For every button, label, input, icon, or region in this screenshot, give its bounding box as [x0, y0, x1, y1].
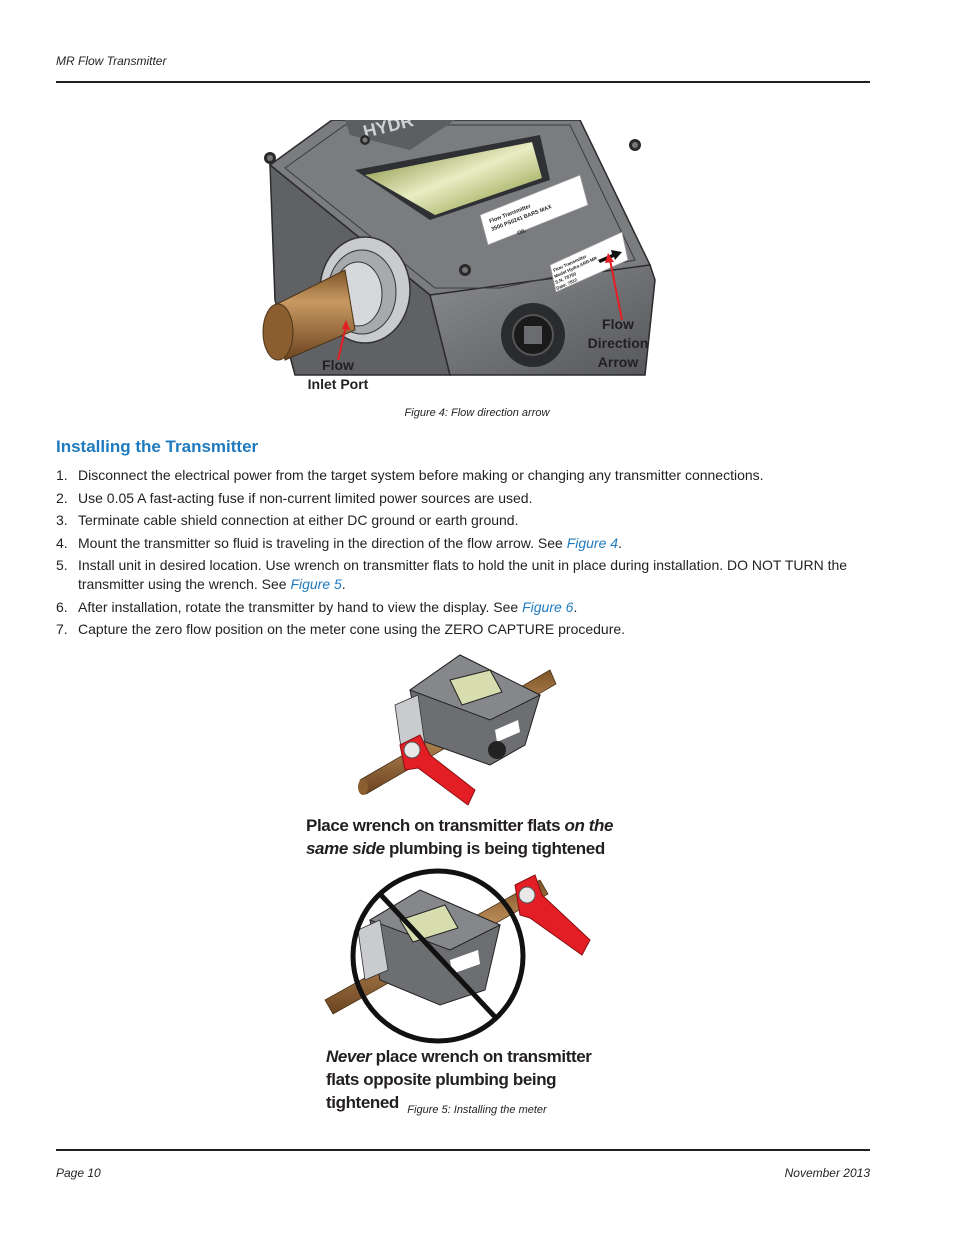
- callout-flow-direction: Flow Direction Arrow: [587, 316, 649, 370]
- prohibited-icon: [350, 868, 526, 1044]
- figure-4-link[interactable]: Figure 4: [566, 534, 619, 551]
- figure-4-caption: Figure 4: Flow direction arrow: [404, 407, 550, 419]
- header-rule: [56, 81, 870, 83]
- list-item: 3.Terminate cable shield connection at e…: [56, 512, 519, 528]
- footer-rule: [56, 1149, 870, 1151]
- note-correct: Place wrench on transmitter flats on the…: [306, 816, 614, 858]
- running-header: MR Flow Transmitter: [56, 54, 167, 68]
- list-item: 6.After installation, rotate the transmi…: [56, 598, 578, 615]
- list-item: 2.Use 0.05 A fast-acting fuse if non-cur…: [56, 489, 533, 506]
- figure-5-link[interactable]: Figure 5: [290, 576, 342, 592]
- figure-5-caption: Figure 5: Installing the meter: [407, 1104, 547, 1116]
- figure-5-correct-illustration: [358, 654, 557, 806]
- publication-date: November 2013: [784, 1166, 870, 1180]
- callout-flow-inlet: Flow Inlet Port: [307, 357, 369, 392]
- figure-5-wrong-illustration: [324, 868, 591, 1044]
- figure-6-link[interactable]: Figure 6: [522, 598, 574, 615]
- list-item: 5.Install unit in desired location. Use …: [56, 557, 848, 592]
- svg-text:OIL: OIL: [517, 228, 528, 237]
- note-wrong: Never place wrench on transmitter flats …: [326, 1047, 592, 1112]
- list-item: 7.Capture the zero flow position on the …: [56, 621, 626, 637]
- section-heading: Installing the Transmitter: [56, 437, 259, 456]
- page-number: Page 10: [56, 1166, 101, 1180]
- list-item: 4.Mount the transmitter so fluid is trav…: [56, 534, 622, 551]
- installation-steps: 1.Disconnect the electrical power from t…: [56, 466, 871, 643]
- list-item: 1.Disconnect the electrical power from t…: [56, 467, 764, 483]
- figure-4-illustration: HYDR Flow Transmitter 3500 PSI/241 BARS …: [262, 120, 656, 376]
